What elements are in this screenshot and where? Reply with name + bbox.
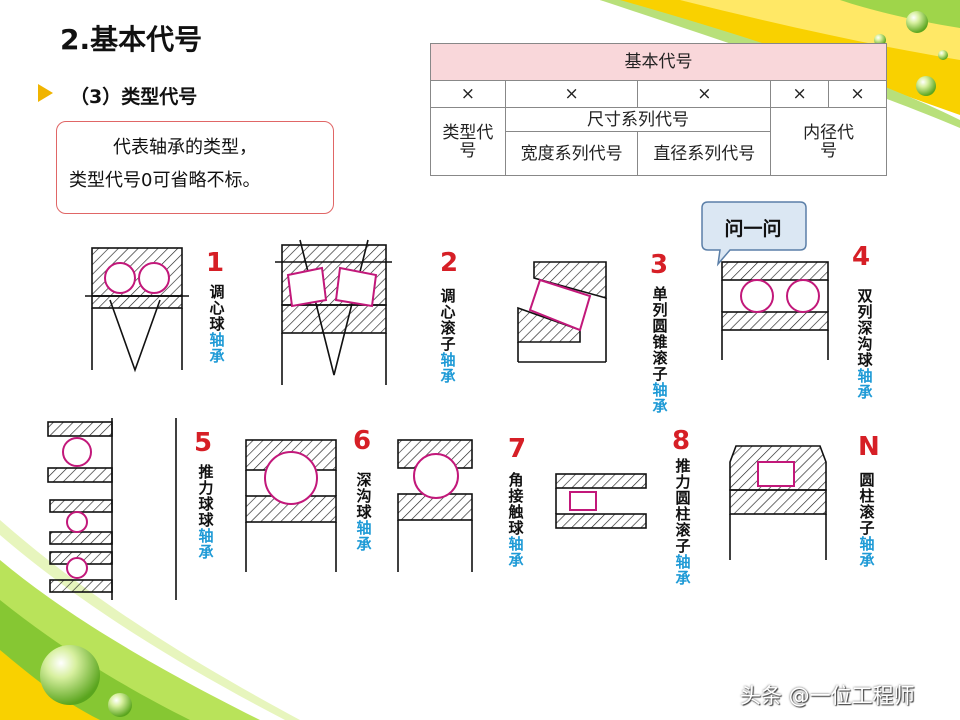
bearing-caption: 调心滚子轴承 bbox=[440, 287, 456, 385]
bearing-number: 8 bbox=[672, 426, 691, 456]
bearing-number: 7 bbox=[508, 434, 527, 464]
basic-code-table: 基本代号 × × × × × 类型代号 尺寸系列代号 内径代号 宽度系列代号 直… bbox=[430, 43, 887, 176]
ask-bubble-shape bbox=[701, 201, 807, 267]
size-series-cell: 尺寸系列代号 bbox=[504, 107, 772, 132]
type-code-cell: 类型代号 bbox=[430, 107, 506, 176]
table-header: 基本代号 bbox=[430, 43, 887, 81]
x-cell: × bbox=[770, 80, 830, 108]
bearing-number: 4 bbox=[852, 242, 871, 272]
x-cell: × bbox=[637, 80, 772, 108]
tapered-roller-bearing-drawing bbox=[517, 261, 607, 363]
bore-code-cell: 内径代号 bbox=[770, 107, 887, 176]
bearing-number: 5 bbox=[194, 428, 213, 458]
bearing-number: 6 bbox=[353, 426, 372, 456]
definition-note: 代表轴承的类型， 类型代号0可省略不标。 bbox=[56, 121, 334, 214]
page-title: 2.基本代号 bbox=[60, 23, 203, 56]
bearing-number: 1 bbox=[206, 248, 225, 278]
ask-button[interactable]: 问一问 bbox=[724, 218, 782, 240]
bullet-arrow-icon bbox=[38, 84, 53, 102]
bearing-caption: 圆柱滚子轴承 bbox=[859, 471, 875, 569]
bearing-number: 2 bbox=[440, 248, 459, 278]
bearing-caption: 深沟球轴承 bbox=[356, 471, 372, 553]
double-row-ball-bearing-drawing bbox=[721, 261, 829, 360]
watermark: 头条 @一位工程师 bbox=[740, 684, 915, 708]
bearing-number: 3 bbox=[650, 250, 669, 280]
note-line-1: 代表轴承的类型， bbox=[113, 137, 257, 158]
spherical-roller-bearing-drawing bbox=[275, 239, 392, 385]
thrust-roller-bearing-drawing bbox=[555, 473, 647, 529]
diameter-series-cell: 直径系列代号 bbox=[637, 131, 772, 176]
note-line-2: 类型代号0可省略不标。 bbox=[69, 170, 261, 191]
bearing-caption: 推力球球轴承 bbox=[198, 463, 214, 561]
self-aligning-ball-bearing-drawing bbox=[85, 247, 189, 373]
bearing-number: N bbox=[858, 432, 880, 462]
bearing-caption: 双列深沟球轴承 bbox=[857, 287, 873, 401]
width-series-cell: 宽度系列代号 bbox=[504, 131, 639, 176]
bearing-caption: 调心球轴承 bbox=[209, 283, 225, 365]
bearing-caption: 单列圆锥滚子轴承 bbox=[652, 285, 668, 415]
section-subtitle: （3）类型代号 bbox=[70, 86, 198, 108]
bearing-caption: 推力圆柱滚子轴承 bbox=[675, 457, 691, 587]
bearing-caption: 角接触球轴承 bbox=[508, 471, 524, 569]
